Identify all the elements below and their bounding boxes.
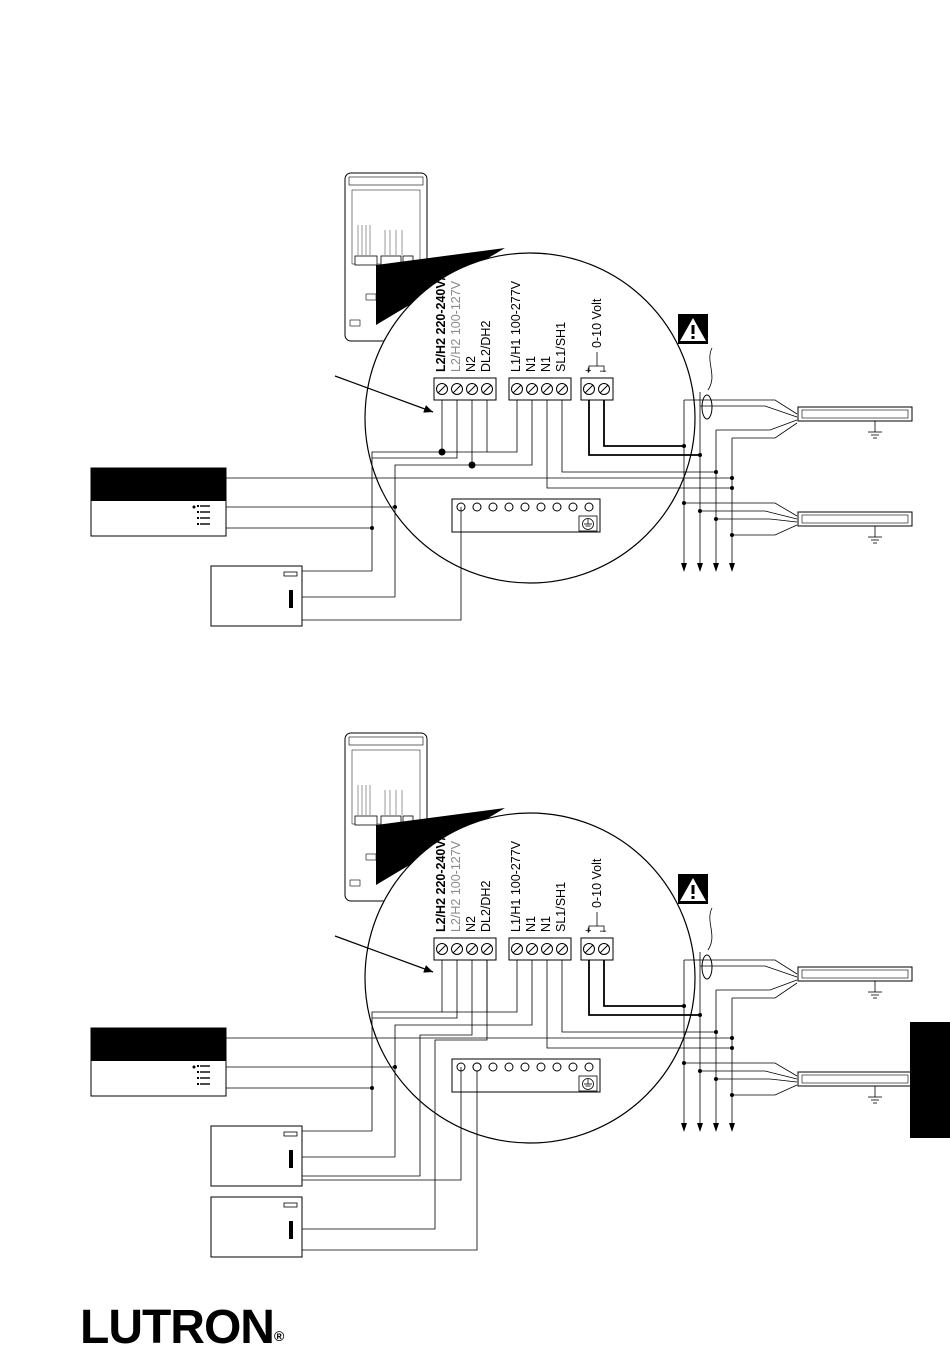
label-sl1: SL1/SH1 [554, 322, 568, 372]
label-l2-100: L2/H2 100-127V [449, 840, 463, 932]
label-0-10-volt: 0-10 Volt [590, 298, 604, 348]
wiring-diagram-2: L2/H2 220-240V/CE L2/H2 100-127V N2 DL2/… [91, 733, 912, 1257]
label-n1-a: N1 [524, 916, 538, 932]
label-n2: N2 [464, 356, 478, 372]
label-plus: + [585, 365, 591, 377]
label-n1-b: N1 [539, 916, 553, 932]
label-l2-220: L2/H2 220-240V/CE [434, 259, 448, 372]
label-n1-b: N1 [539, 356, 553, 372]
brand-name: LUTRON [80, 1301, 274, 1354]
label-n2: N2 [464, 916, 478, 932]
label-dl2: DL2/DH2 [479, 321, 493, 372]
dimmer-1 [211, 566, 302, 626]
label-l2-100: L2/H2 100-127V [449, 280, 463, 372]
label-dl2: DL2/DH2 [479, 881, 493, 932]
label-minus: – [600, 365, 607, 377]
label-plus: + [585, 925, 591, 937]
label-sl1: SL1/SH1 [554, 882, 568, 932]
registered-mark: ® [274, 1328, 283, 1344]
label-minus: – [600, 925, 607, 937]
dimmer-2b [211, 1197, 302, 1257]
label-l1: L1/H1 100-277V [509, 280, 523, 372]
label-l1: L1/H1 100-277V [509, 840, 523, 932]
section-tab [910, 1022, 950, 1138]
label-n1-a: N1 [524, 356, 538, 372]
dimmer-2a [211, 1126, 302, 1186]
lutron-logo: LUTRON® [80, 1300, 283, 1355]
label-0-10-volt: 0-10 Volt [590, 858, 604, 908]
wiring-diagram-1: L2/H2 220-240V/CE L2/H2 100-127V N2 DL2/… [91, 173, 912, 626]
label-l2-220: L2/H2 220-240V/CE [434, 819, 448, 932]
